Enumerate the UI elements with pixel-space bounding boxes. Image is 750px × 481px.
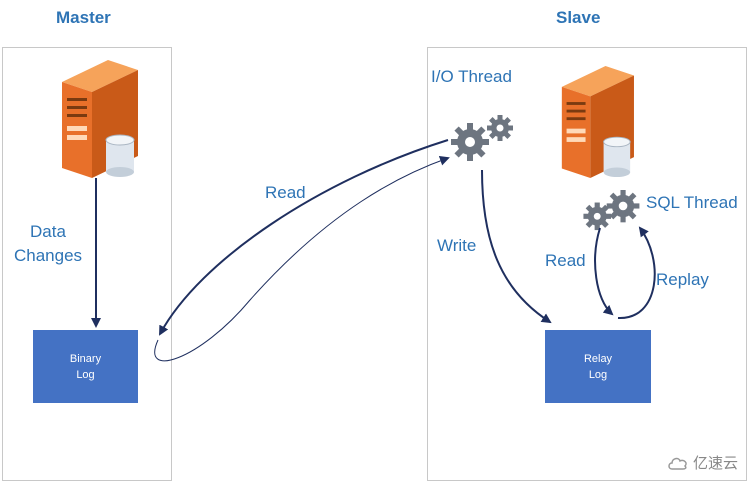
data-changes-label: Data Changes [14, 222, 83, 265]
slave-server-icon [561, 66, 634, 178]
write-label: Write [437, 236, 477, 255]
cloud-logo-icon [668, 457, 687, 470]
replay-arrow [617, 226, 656, 320]
master-title: Master [56, 8, 111, 27]
binary-log-label-line1: Binary [69, 352, 102, 365]
relay-log-label-line1: Relay [583, 352, 613, 365]
io-thread-gears-icon [451, 115, 513, 161]
slave-database-icon [603, 136, 631, 178]
binary-log-box: Binary Log [33, 330, 138, 403]
relay-log-label-line2: Log [588, 368, 608, 381]
replay-label: Replay [656, 270, 709, 289]
master-database-icon [105, 134, 135, 177]
sql-thread-gears-icon [583, 190, 640, 231]
write-arrow [481, 169, 552, 324]
read-master-label: Read [265, 183, 306, 202]
master-server-icon [62, 60, 138, 178]
read-response-arrow [154, 155, 450, 362]
read-request-arrow [159, 139, 449, 336]
slave-title: Slave [556, 8, 601, 27]
watermark: 亿速云 [667, 452, 738, 473]
read-slave-label: Read [545, 251, 586, 270]
sql-thread-label: SQL Thread [646, 193, 738, 212]
io-thread-label: I/O Thread [431, 67, 512, 86]
sql-read-arrow [594, 227, 614, 316]
binary-log-label-line2: Log [76, 368, 95, 381]
relay-log-box: Relay Log [545, 330, 651, 403]
